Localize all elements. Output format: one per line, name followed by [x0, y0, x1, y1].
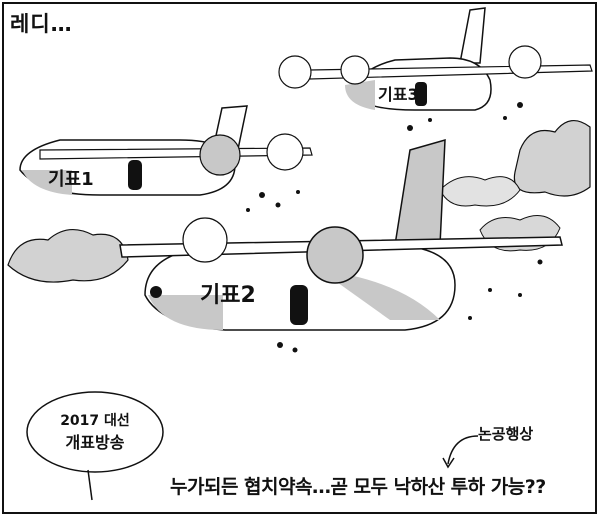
- ink-dots: [246, 102, 543, 353]
- annotation-arrow: [442, 435, 479, 469]
- plane-3-label: 기표3: [378, 85, 419, 104]
- caption-text: 누가되든 협치약속…곧 모두 낙하산 투하 가능??: [170, 476, 546, 498]
- speech-bubble-text: 2017 대선 개표방송: [40, 410, 150, 454]
- speech-bubble-line-1: 2017 대선: [60, 413, 130, 429]
- cloud-right: [439, 120, 591, 207]
- speech-bubble-line-2: 개표방송: [65, 433, 125, 452]
- speech-bubble: [26, 391, 164, 501]
- plane-3: 기표3: [278, 7, 593, 111]
- annotation-text: 논공행상: [478, 425, 534, 443]
- plane-1-label: 기표1: [48, 169, 94, 190]
- plane-2-label: 기표2: [200, 283, 256, 308]
- plane-1: 기표1: [19, 105, 313, 196]
- header-text: 레디…: [10, 12, 73, 36]
- plane-2: 기표2: [119, 138, 563, 331]
- cloud-left: [7, 229, 129, 283]
